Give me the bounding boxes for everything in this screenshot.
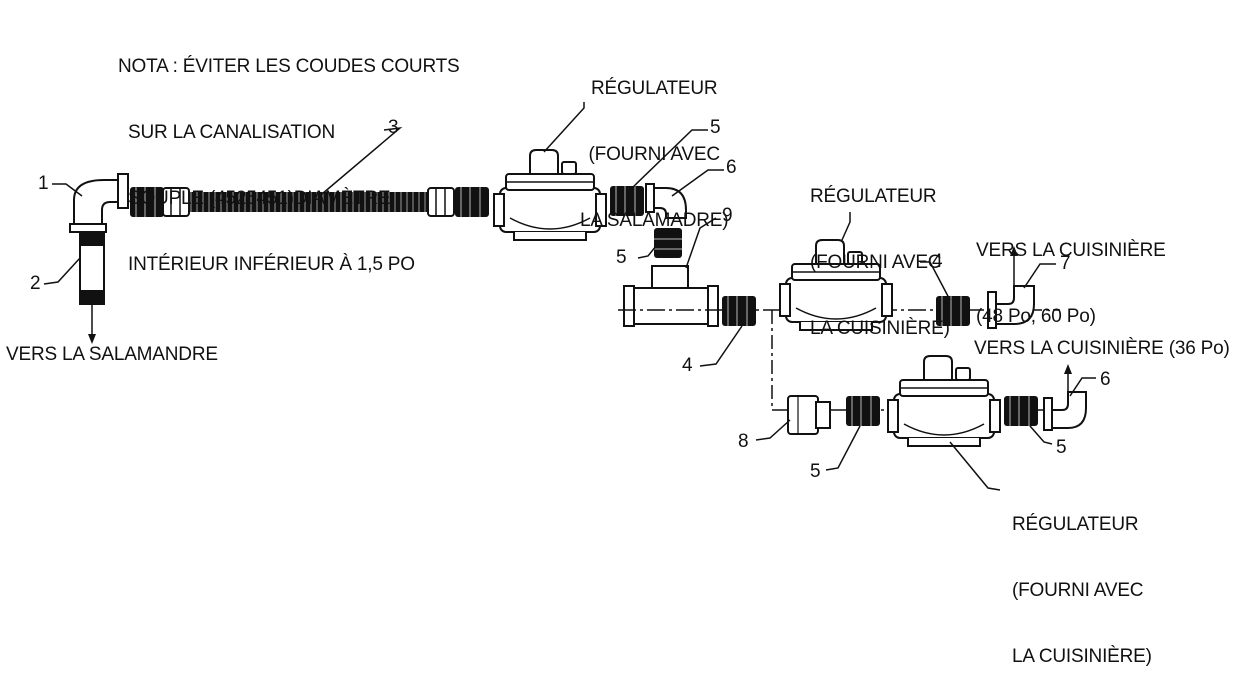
note-line-4: INTÉRIEUR INFÉRIEUR À 1,5 PO <box>128 254 415 275</box>
regulator-salamander-line-3: LA SALAMADRE) <box>580 210 729 231</box>
flexible-hose-3 <box>190 192 430 212</box>
regulator-range-bottom-label: RÉGULATEUR (FOURNI AVEC LA CUISINIÈRE) <box>1012 470 1152 690</box>
pipe-nipple-2 <box>79 231 105 305</box>
installation-note: NOTA : ÉVITER LES COUDES COURTS SUR LA C… <box>118 12 460 298</box>
regulator-salamander-line-1: RÉGULATEUR <box>590 78 718 99</box>
callout-4a: 4 <box>682 355 693 376</box>
callout-8: 8 <box>738 431 749 452</box>
callout-9: 9 <box>722 205 733 226</box>
elbow-fitting-7 <box>987 285 1035 329</box>
callout-5a: 5 <box>710 117 721 138</box>
to-range-large-line-2: (48 Po, 60 Po) <box>976 306 1096 327</box>
regulator-range-bottom-line-1: RÉGULATEUR <box>1012 514 1139 535</box>
regulator-range-bottom-line-2: (FOURNI AVEC <box>1012 580 1144 601</box>
to-range-small-label: VERS LA CUISINIÈRE (36 Po) <box>974 338 1230 359</box>
regulator-range-top-label: RÉGULATEUR (FOURNI AVEC LA CUISINIÈRE) <box>810 142 950 362</box>
piping-drawing <box>43 102 1096 491</box>
callout-2: 2 <box>30 273 41 294</box>
note-line-3: SOUPLE (4525451)DIAMÈTRE <box>128 188 391 209</box>
regulator-range-top-line-3: LA CUISINIÈRE) <box>810 318 950 339</box>
callout-5c: 5 <box>810 461 821 482</box>
callout-6a: 6 <box>726 157 737 178</box>
regulator-range-bottom <box>887 355 1001 447</box>
note-line-2: SUR LA CANALISATION <box>128 122 336 143</box>
elbow-fitting-6-top <box>645 183 687 219</box>
callout-5b: 5 <box>616 247 627 268</box>
to-range-large-line-1: VERS LA CUISINIÈRE <box>976 240 1166 261</box>
callout-5d: 5 <box>1056 437 1067 458</box>
regulator-salamander-label: RÉGULATEUR (FOURNI AVEC LA SALAMADRE) <box>580 34 729 254</box>
elbow-fitting-6-bottom <box>1043 391 1087 431</box>
reducer-fitting-8 <box>787 395 831 435</box>
callout-7: 7 <box>1060 253 1071 274</box>
connector-5-vertical <box>654 228 682 258</box>
to-range-large-label: VERS LA CUISINIÈRE (48 Po, 60 Po) <box>976 196 1166 350</box>
regulator-range-top-line-2: (FOURNI AVEC <box>810 252 942 273</box>
to-salamander-label: VERS LA SALAMANDRE <box>6 344 218 365</box>
tee-fitting-9 <box>623 265 719 327</box>
callout-3: 3 <box>388 117 399 138</box>
note-line-1: NOTA : ÉVITER LES COUDES COURTS <box>118 56 460 77</box>
regulator-salamander-line-2: (FOURNI AVEC <box>588 144 721 165</box>
callout-6b: 6 <box>1100 369 1111 390</box>
regulator-range-bottom-line-3: LA CUISINIÈRE) <box>1012 646 1152 667</box>
regulator-range-top-line-1: RÉGULATEUR <box>810 186 937 207</box>
callout-4b: 4 <box>932 251 943 272</box>
callout-1: 1 <box>38 173 49 194</box>
gas-connection-diagram: NOTA : ÉVITER LES COUDES COURTS SUR LA C… <box>6 12 1230 667</box>
